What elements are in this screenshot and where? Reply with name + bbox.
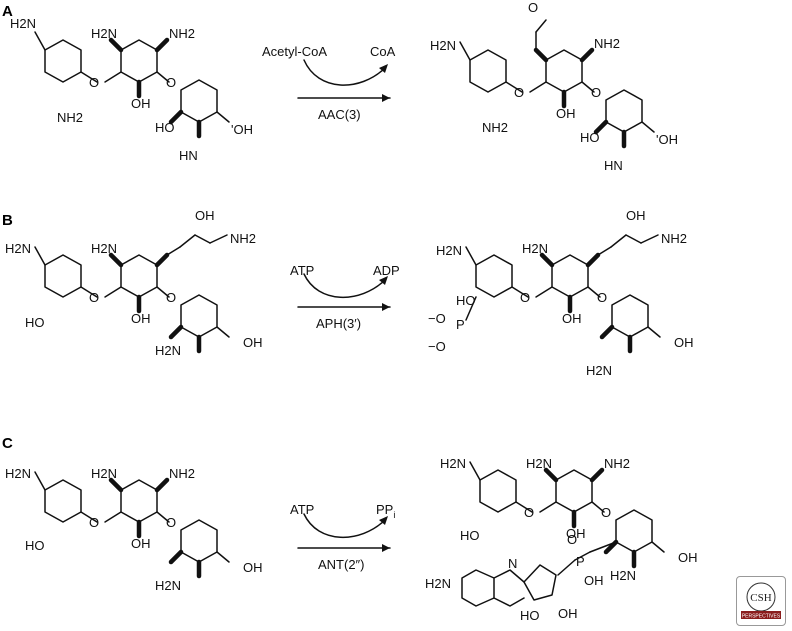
svg-text:P: P: [456, 317, 465, 332]
svg-text:N: N: [508, 556, 517, 571]
svg-text:H2N: H2N: [5, 241, 31, 256]
svg-text:O: O: [601, 505, 611, 520]
svg-text:O: O: [89, 75, 99, 90]
svg-text:O: O: [528, 0, 538, 15]
svg-text:H2N: H2N: [526, 456, 552, 471]
svg-text:HO: HO: [155, 120, 175, 135]
svg-text:HO: HO: [456, 293, 476, 308]
svg-text:OH: OH: [566, 526, 586, 541]
enzyme-b: APH(3′): [316, 316, 361, 331]
svg-text:OH: OH: [558, 606, 578, 621]
reaction-arrow-b: ATP ADP APH(3′): [290, 263, 400, 331]
molecule-a-substrate: H2N O NH2 H2N NH2 OH O HO HN 'OH: [10, 16, 253, 163]
svg-text:HO: HO: [25, 315, 45, 330]
svg-text:NH2: NH2: [169, 26, 195, 41]
svg-text:O: O: [166, 290, 176, 305]
svg-text:O: O: [166, 75, 176, 90]
svg-text:HO: HO: [580, 130, 600, 145]
svg-text:OH: OH: [131, 536, 151, 551]
svg-text:NH2: NH2: [230, 231, 256, 246]
panel-label-c: C: [2, 435, 13, 452]
svg-text:O: O: [520, 290, 530, 305]
svg-text:OH: OH: [131, 311, 151, 326]
panel-label-b: B: [2, 212, 13, 229]
enzyme-c: ANT(2″): [318, 557, 365, 572]
csh-perspectives-logo: CSH PERSPECTIVES: [736, 576, 786, 626]
svg-text:O: O: [166, 515, 176, 530]
svg-text:O: O: [89, 290, 99, 305]
svg-text:H2N: H2N: [91, 241, 117, 256]
reagent-in-b: ATP: [290, 263, 314, 278]
svg-text:H2N: H2N: [91, 26, 117, 41]
molecule-b-product: H2N O HO P −O −O H2N OH O OH NH2 H2N OH: [428, 208, 694, 378]
reagent-in-c: ATP: [290, 502, 314, 517]
reaction-arrow-c: ATP PPi ANT(2″): [290, 502, 395, 572]
svg-text:HN: HN: [179, 148, 198, 163]
svg-text:OH: OH: [626, 208, 646, 223]
reagent-out-b: ADP: [373, 263, 400, 278]
molecule-b-substrate: H2N O HO H2N OH O OH NH2 H2N OH: [5, 208, 263, 358]
logo-icon: CSH PERSPECTIVES: [741, 582, 781, 620]
svg-text:H2N: H2N: [440, 456, 466, 471]
svg-text:OH: OH: [556, 106, 576, 121]
enzyme-a: AAC(3): [318, 107, 361, 122]
svg-text:OH: OH: [584, 573, 604, 588]
svg-text:O: O: [597, 290, 607, 305]
molecule-c-substrate: H2N O HO H2N NH2 OH O H2N OH: [5, 466, 263, 593]
svg-text:HO: HO: [460, 528, 480, 543]
reagent-out-c: PPi: [376, 502, 395, 520]
reagent-out-a: CoA: [370, 44, 396, 59]
svg-text:HN: HN: [604, 158, 623, 173]
svg-text:NH2: NH2: [169, 466, 195, 481]
svg-text:H2N: H2N: [5, 466, 31, 481]
svg-text:H2N: H2N: [155, 578, 181, 593]
svg-text:NH2: NH2: [57, 110, 83, 125]
svg-text:H2N: H2N: [425, 576, 451, 591]
molecule-a-product: H2N O NH2 O NH2 OH O HO HN 'OH: [430, 0, 678, 173]
svg-text:O: O: [591, 85, 601, 100]
svg-text:H2N: H2N: [91, 466, 117, 481]
panel-label-a: A: [2, 3, 13, 20]
svg-text:O: O: [567, 532, 577, 547]
svg-text:OH: OH: [678, 550, 698, 565]
svg-text:OH: OH: [195, 208, 215, 223]
svg-text:−O: −O: [428, 311, 446, 326]
svg-text:NH2: NH2: [482, 120, 508, 135]
svg-text:PERSPECTIVES: PERSPECTIVES: [742, 614, 781, 620]
svg-text:H2N: H2N: [155, 343, 181, 358]
svg-text:'OH: 'OH: [231, 122, 253, 137]
svg-text:HO: HO: [520, 608, 540, 623]
svg-text:OH: OH: [243, 560, 263, 575]
svg-text:O: O: [524, 505, 534, 520]
svg-text:H2N: H2N: [586, 363, 612, 378]
svg-text:O: O: [514, 85, 524, 100]
svg-text:HO: HO: [25, 538, 45, 553]
svg-text:NH2: NH2: [604, 456, 630, 471]
reagent-in-a: Acetyl-CoA: [262, 44, 327, 59]
svg-text:OH: OH: [131, 96, 151, 111]
svg-text:CSH: CSH: [750, 592, 771, 604]
svg-text:OH: OH: [674, 335, 694, 350]
svg-text:H2N: H2N: [430, 38, 456, 53]
svg-text:'OH: 'OH: [656, 132, 678, 147]
reaction-arrow-a: Acetyl-CoA CoA AAC(3): [262, 44, 396, 122]
svg-text:P: P: [576, 554, 585, 569]
svg-text:NH2: NH2: [594, 36, 620, 51]
svg-text:−O: −O: [428, 339, 446, 354]
molecule-c-product: P O OH H2N N HO OH H2N O HO H2N NH2 OH O…: [425, 456, 698, 623]
svg-text:OH: OH: [562, 311, 582, 326]
svg-text:H2N: H2N: [436, 243, 462, 258]
svg-text:OH: OH: [243, 335, 263, 350]
svg-text:O: O: [89, 515, 99, 530]
svg-text:H2N: H2N: [522, 241, 548, 256]
svg-text:H2N: H2N: [10, 16, 36, 31]
svg-text:NH2: NH2: [661, 231, 687, 246]
svg-text:H2N: H2N: [610, 568, 636, 583]
